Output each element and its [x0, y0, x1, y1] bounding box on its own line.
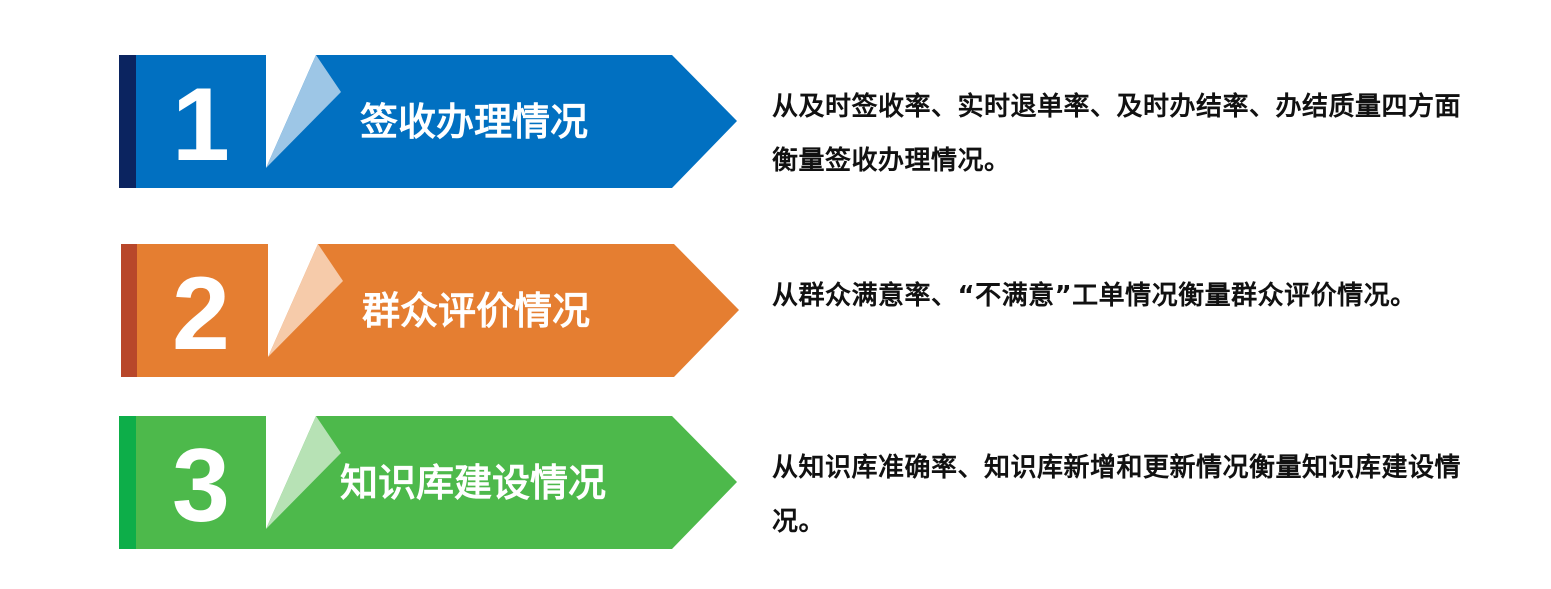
arrow-shape [119, 55, 737, 188]
step-title: 签收办理情况 [360, 100, 589, 144]
step-number: 2 [172, 256, 230, 372]
arrow-banner-1: 1 签收办理情况 [0, 55, 760, 195]
arrow-banner-2: 2 群众评价情况 [0, 244, 760, 384]
arrow-shape [119, 416, 737, 549]
arrow-shape [121, 244, 739, 377]
step-title: 知识库建设情况 [340, 461, 607, 505]
item-row-1: 1 签收办理情况 从及时签收率、实时退单率、及时办结率、办结质量四方面衡量签收办… [0, 55, 1551, 188]
step-description: 从知识库准确率、知识库新增和更新情况衡量知识库建设情况。 [772, 453, 1462, 537]
step-number: 1 [172, 67, 230, 183]
item-row-3: 3 知识库建设情况 从知识库准确率、知识库新增和更新情况衡量知识库建设情况。 [0, 416, 1551, 549]
step-number: 3 [172, 428, 230, 544]
step-description: 从群众满意率、“不满意”工单情况衡量群众评价情况。 [772, 281, 1417, 311]
step-title: 群众评价情况 [362, 289, 591, 333]
step-description: 从及时签收率、实时退单率、及时办结率、办结质量四方面衡量签收办理情况。 [772, 92, 1462, 176]
arrow-banner-3: 3 知识库建设情况 [0, 416, 760, 556]
item-row-2: 2 群众评价情况 从群众满意率、“不满意”工单情况衡量群众评价情况。 [0, 244, 1551, 377]
